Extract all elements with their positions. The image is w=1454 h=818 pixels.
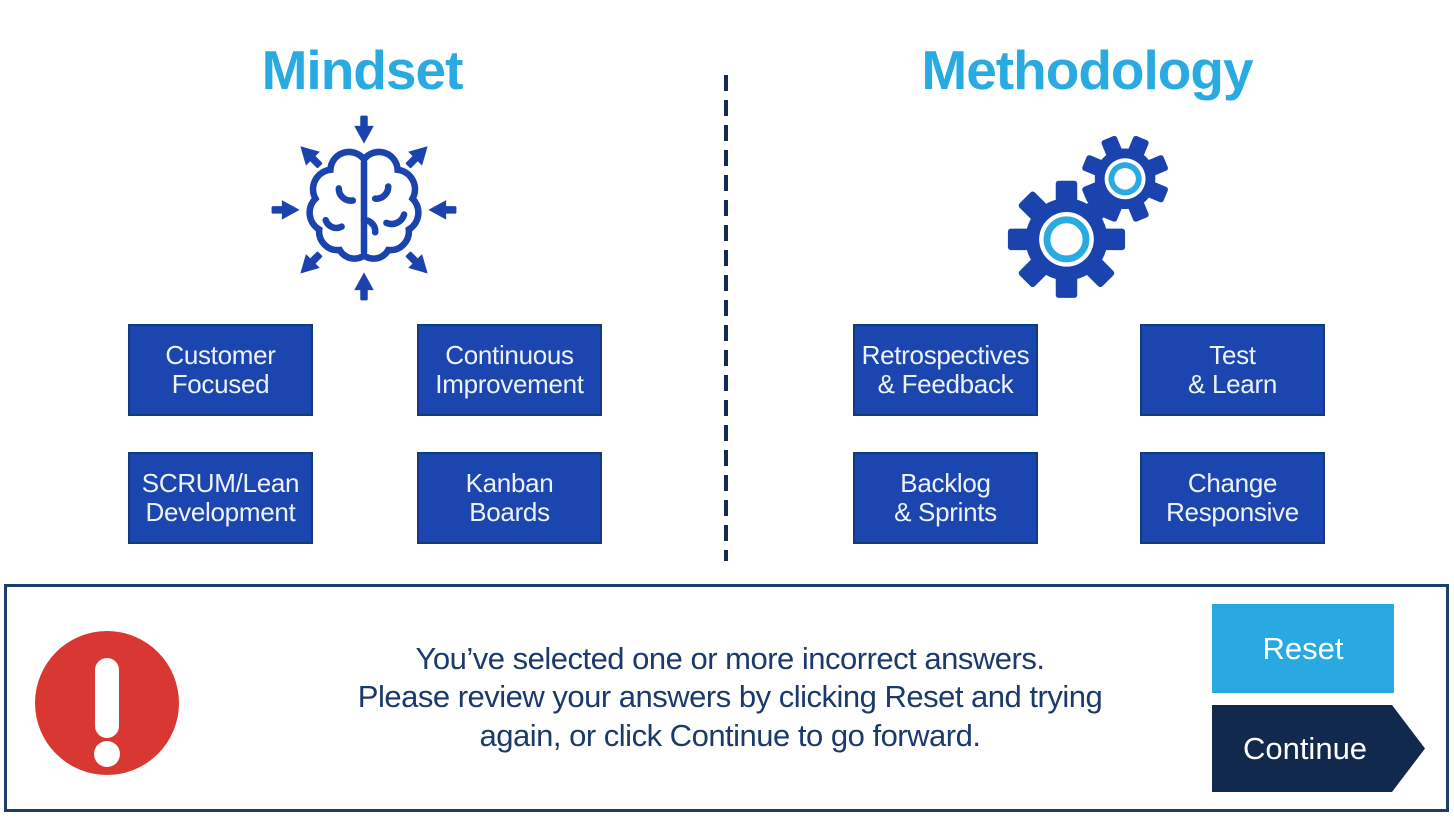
feedback-line-3: again, or click Continue to go forward.: [479, 717, 981, 753]
methodology-title: Methodology: [921, 39, 1253, 101]
answer-change-responsive[interactable]: Change Responsive: [1140, 452, 1325, 544]
feedback-message: You’ve selected one or more incorrect an…: [250, 640, 1210, 755]
feedback-line-2: Please review your answers by clicking R…: [357, 679, 1103, 715]
reset-button[interactable]: Reset: [1212, 604, 1394, 693]
answer-scrum-lean-development[interactable]: SCRUM/Lean Development: [128, 452, 313, 544]
answer-retrospectives-feedback[interactable]: Retrospectives & Feedback: [853, 324, 1038, 416]
feedback-line-1: You’ve selected one or more incorrect an…: [415, 641, 1045, 676]
mindset-title: Mindset: [261, 39, 464, 101]
feedback-panel: [4, 584, 1449, 812]
answer-backlog-sprints[interactable]: Backlog & Sprints: [853, 452, 1038, 544]
answer-customer-focused[interactable]: Customer Focused: [128, 324, 313, 416]
answer-continuous-improvement[interactable]: Continuous Improvement: [417, 324, 602, 416]
brain-arrows-icon: [266, 110, 462, 306]
answer-test-learn[interactable]: Test & Learn: [1140, 324, 1325, 416]
answer-kanban-boards[interactable]: Kanban Boards: [417, 452, 602, 544]
continue-button[interactable]: Continue: [1212, 705, 1425, 792]
dashed-divider: [724, 75, 728, 561]
alert-icon: [32, 628, 182, 778]
gears-icon: [1004, 124, 1170, 300]
